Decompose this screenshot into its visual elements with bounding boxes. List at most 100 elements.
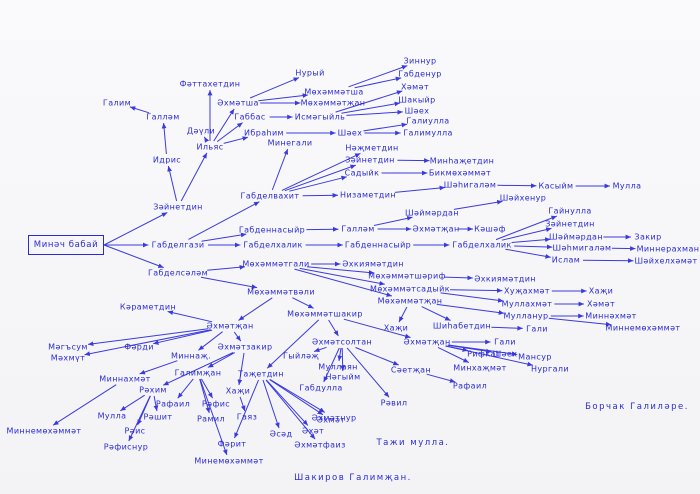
- author-note-2: Шакиров Галимҗан.: [294, 473, 412, 483]
- tree-edge: [120, 394, 145, 412]
- root-node-label: Минәч бабай: [33, 240, 99, 250]
- tree-edge: [355, 347, 399, 366]
- person-node: Гайнулла: [548, 206, 592, 216]
- person-node: Әхмәтзакир: [217, 342, 273, 352]
- person-node: Мулла: [97, 411, 127, 421]
- tree-edge: [271, 148, 289, 191]
- tree-edge: [348, 65, 408, 88]
- person-node: Габделвахит: [240, 191, 300, 201]
- person-node: Зәйнетдин: [545, 219, 595, 229]
- person-node: Минхаҗмәт: [453, 363, 507, 373]
- tree-edge: [269, 379, 324, 416]
- person-node: Рифкат: [467, 349, 501, 359]
- tree-edge: [497, 183, 537, 189]
- tree-edge: [239, 396, 246, 412]
- person-node: Галимулла: [403, 128, 453, 138]
- tree-edge: [153, 329, 213, 345]
- tree-edge: [284, 164, 356, 192]
- tree-edge: [341, 101, 401, 114]
- person-node: Хәмәт: [586, 299, 616, 309]
- tree-edge: [292, 297, 314, 309]
- person-node: Минегали: [267, 138, 313, 148]
- person-node: Мулла: [612, 181, 642, 191]
- tree-edge: [346, 347, 390, 398]
- person-node: Хуҗахмәт: [504, 286, 550, 296]
- tree-edge: [306, 266, 375, 275]
- tree-edge: [448, 344, 518, 357]
- person-node: Мансур: [518, 352, 552, 362]
- person-node: Фәрди: [124, 342, 154, 352]
- tree-edge: [266, 319, 320, 369]
- person-node: Кәраметдин: [119, 302, 177, 312]
- person-node: Габделгази: [151, 240, 205, 250]
- tree-edge: [84, 329, 211, 357]
- person-node: Гали: [494, 337, 516, 347]
- tree-edge: [281, 152, 361, 191]
- person-node: Әхмәтҗан: [403, 337, 451, 347]
- tree-edge: [265, 379, 316, 440]
- person-node: Мөхәммәтвәли: [247, 287, 315, 297]
- person-node: Шәех: [337, 128, 363, 138]
- person-node: Мөхәммәтшәриф: [368, 271, 446, 281]
- tree-edge: [129, 106, 150, 114]
- tree-edge: [153, 395, 159, 412]
- tree-edge: [294, 268, 393, 297]
- person-node: Рамил: [196, 414, 226, 424]
- tree-edge: [323, 347, 340, 383]
- tree-edge: [103, 244, 164, 269]
- person-node: Әхмәтша: [217, 98, 259, 108]
- tree-edge: [200, 276, 258, 289]
- person-node: Гыйләҗ: [282, 351, 320, 361]
- person-node: Әхмәт: [316, 415, 346, 425]
- person-node: Исмәгыйль: [294, 112, 346, 122]
- tree-edge: [289, 175, 347, 192]
- tree-edge: [328, 319, 339, 337]
- person-node: Миннахмәт: [99, 374, 151, 384]
- tree-edge: [582, 258, 634, 264]
- tree-edge: [269, 379, 326, 413]
- person-node: Әхмәтфаиз: [294, 440, 346, 450]
- tree-edge: [337, 347, 343, 362]
- tree-edge: [223, 136, 249, 144]
- tree-edge: [139, 360, 178, 375]
- person-node: Муллахмәт: [501, 299, 553, 309]
- person-node: Галләм: [146, 112, 180, 122]
- person-node: Әхәт: [301, 426, 325, 436]
- tree-edge: [161, 122, 167, 155]
- person-node: Мөхәммәтҗан: [377, 296, 443, 306]
- tree-edge: [450, 288, 503, 293]
- person-node: Мөхәммәтшакир: [287, 309, 363, 319]
- tree-edge: [199, 378, 211, 414]
- tree-edge: [237, 352, 245, 386]
- tree-edge: [354, 76, 402, 89]
- person-node: Шәймәрдан: [405, 208, 459, 218]
- person-node: Муллаян: [318, 362, 358, 372]
- person-node: Зәйнетдин: [153, 202, 203, 212]
- person-node: Әсәд: [269, 429, 293, 439]
- person-node: Идрис: [152, 155, 182, 165]
- person-node: Шәйхелхәмәт: [634, 256, 698, 266]
- tree-edge: [335, 90, 403, 113]
- person-node: Мөхәммәтҗан: [300, 98, 366, 108]
- person-node: Габденнасыйр: [238, 225, 306, 235]
- tree-edge: [421, 306, 451, 321]
- tree-edge: [233, 331, 242, 342]
- tree-edge: [363, 122, 408, 132]
- person-node: Мөхәммәтша: [304, 87, 364, 97]
- tree-edge: [444, 275, 473, 281]
- person-node: Рәшит: [143, 412, 173, 422]
- person-node: Галиулла: [406, 116, 450, 126]
- person-node: Әхмәтнур: [311, 413, 357, 423]
- person-node: Ильяс: [196, 142, 224, 152]
- person-node: Таҗетдин: [238, 369, 284, 379]
- person-node: Шиһабетдин: [432, 321, 492, 331]
- person-node: Шәһмигаләм: [552, 243, 612, 253]
- person-node: Габделсәләм: [147, 268, 209, 278]
- person-node: Кәшәф: [474, 224, 506, 234]
- person-node: Рәхим: [139, 385, 167, 395]
- tree-edge: [440, 292, 504, 303]
- person-node: Габделхалик: [243, 240, 303, 250]
- person-node: Нургали: [530, 364, 570, 374]
- person-node: Шәймәрдан: [549, 232, 603, 242]
- tree-edge: [262, 379, 280, 429]
